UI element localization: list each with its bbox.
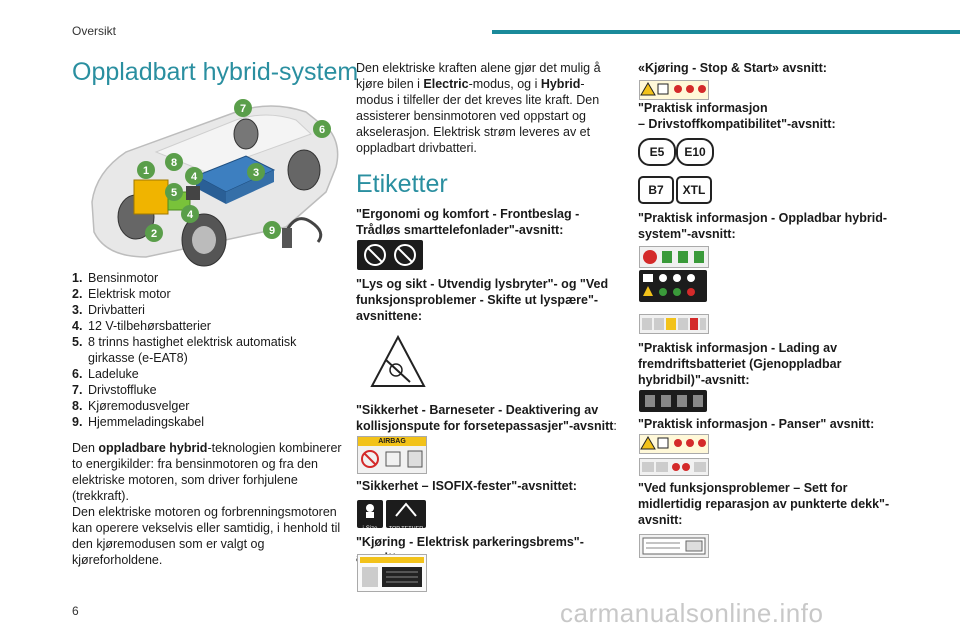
legend-item: 3.Drivbatteri <box>72 303 145 317</box>
legend-item: 7.Drivstoffluke <box>72 383 157 397</box>
electric-intro-paragraph: Den elektriske kraften alene gjør det mu… <box>356 61 601 155</box>
hybrid-warning-icon <box>639 270 707 302</box>
label-ref-lys: "Lys og sikt - Utvendig lysbryter"- og "… <box>356 277 609 323</box>
header-section-label: Oversikt <box>72 24 117 38</box>
label-ref-ergonomi: "Ergonomi og komfort - Frontbeslag - Trå… <box>356 207 580 237</box>
legend-item: 6.Ladeluke <box>72 367 139 381</box>
label-ref-hybrid-system: "Praktisk informasjon - Oppladbar hybrid… <box>638 211 888 241</box>
label-ref-airbag: "Sikkerhet - Barneseter - Deaktivering a… <box>356 403 617 433</box>
hybrid-label-icon <box>639 246 709 268</box>
fuel-b7-icon: B7 <box>638 176 674 204</box>
airbag-label-icon: AIRBAG <box>357 436 427 474</box>
callout-7: 7 <box>240 103 246 115</box>
callout-8: 8 <box>171 157 177 169</box>
bonnet-label-icon <box>639 434 709 454</box>
fuel-e5-icon: E5 <box>638 138 676 166</box>
callout-5: 5 <box>171 187 177 199</box>
top-tether-icon: TOP TETHER <box>386 500 426 532</box>
watermark: carmanualsonline.info <box>560 598 824 628</box>
hybrid-paragraph-2: Den elektriske motoren og forbrenningsmo… <box>72 505 341 567</box>
hybrid-paragraph-1: Den oppladbare hybrid-teknologien kombin… <box>72 441 342 503</box>
header-accent-bar <box>492 30 960 34</box>
legend-item: 9.Hjemmeladingskabel <box>72 415 205 429</box>
callout-1: 1 <box>143 165 149 177</box>
label-ref-tyre-repair: "Ved funksjonsproblemer – Sett for midle… <box>638 481 890 527</box>
label-ref-fuel: "Praktisk informasjon– Drivstoffkompatib… <box>638 101 836 131</box>
section-title-labels: Etiketter <box>356 170 448 198</box>
legend-item: 5.8 trinns hastighet elektrisk automatis… <box>72 335 297 365</box>
section-title-hybrid: Oppladbart hybrid-system <box>72 58 359 86</box>
car-diagram: 1 2 3 4 5 4 6 7 8 9 <box>91 99 339 267</box>
charging-label-icon <box>639 390 707 412</box>
label-ref-bonnet: "Praktisk informasjon - Panser" avsnitt: <box>638 417 875 431</box>
isofix-icon: i-Size <box>357 500 383 532</box>
callout-2: 2 <box>151 228 157 240</box>
stop-start-label-icon <box>639 80 709 100</box>
legend-item: 2.Elektrisk motor <box>72 287 171 301</box>
bonnet-info-strip-icon <box>639 458 709 476</box>
hybrid-info-strip-icon <box>639 314 709 334</box>
fuel-e10-icon: E10 <box>676 138 714 166</box>
legend-item: 4.12 V-tilbehørsbatterier <box>72 319 211 333</box>
legend-item: 1.Bensinmotor <box>72 271 159 285</box>
fuel-xtl-icon: XTL <box>676 176 712 204</box>
tyre-repair-label-icon <box>639 534 709 558</box>
no-phone-icon <box>357 240 423 270</box>
callout-4b: 4 <box>187 209 194 221</box>
legend-item: 8.Kjøremodusvelger <box>72 399 190 413</box>
label-ref-charging: "Praktisk informasjon - Lading av fremdr… <box>638 341 842 387</box>
callout-3: 3 <box>253 167 259 179</box>
label-ref-stop-start: «Kjøring - Stop & Start» avsnitt: <box>638 61 827 75</box>
callout-6: 6 <box>319 124 325 136</box>
callout-4a: 4 <box>191 171 198 183</box>
parking-brake-label-icon <box>357 554 427 592</box>
callout-9: 9 <box>269 225 275 237</box>
lighting-warning-icon <box>370 334 426 390</box>
label-ref-isofix: "Sikkerhet – ISOFIX-fester"-avsnittet: <box>356 479 577 493</box>
page-number: 6 <box>72 604 79 618</box>
component-legend: 1.Bensinmotor 2.Elektrisk motor 3.Drivba… <box>72 270 342 568</box>
